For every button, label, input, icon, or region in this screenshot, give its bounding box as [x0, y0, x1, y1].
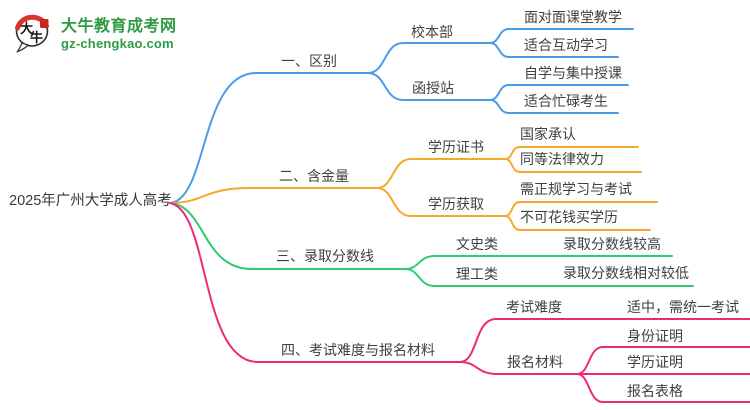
leaf-lower-score: 录取分数线相对较低	[563, 265, 689, 281]
branch-2-value: 二、含金量	[279, 168, 349, 184]
branch-3-links	[169, 202, 694, 287]
leaf-identity-proof: 身份证明	[627, 328, 683, 344]
leaf-busy-candidates: 适合忙碌考生	[524, 93, 608, 109]
logo-char-da: 大	[20, 21, 33, 36]
node-registration-materials: 报名材料	[507, 354, 563, 370]
branch-3-admission-score: 三、录取分数线	[276, 248, 374, 264]
leaf-registration-form: 报名表格	[627, 383, 683, 399]
node-exam-difficulty: 考试难度	[506, 299, 562, 315]
node-correspondence-station: 函授站	[412, 80, 454, 96]
branch-2-links	[169, 146, 658, 231]
site-name: 大牛教育成考网	[61, 18, 177, 35]
seal-stamp	[40, 19, 49, 28]
branch-1-links	[169, 28, 634, 204]
leaf-moderate-unified-exam: 适中，需统一考试	[627, 299, 739, 315]
leaf-higher-score: 录取分数线较高	[563, 236, 661, 252]
root-node: 2025年广州大学成人高考	[9, 193, 172, 209]
branch-4-difficulty-materials: 四、考试难度与报名材料	[281, 342, 435, 358]
leaf-interactive-learning: 适合互动学习	[524, 37, 608, 53]
node-liberal-arts: 文史类	[456, 236, 498, 252]
leaf-education-proof: 学历证明	[627, 354, 683, 370]
logo-char-niu: 牛	[30, 30, 43, 45]
site-domain: gz-chengkao.com	[61, 35, 174, 51]
leaf-state-recognized: 国家承认	[520, 126, 576, 142]
node-main-campus: 校本部	[411, 24, 453, 40]
node-diploma-certificate: 学历证书	[428, 139, 484, 155]
node-science-engineering: 理工类	[456, 266, 498, 282]
node-degree-acquisition: 学历获取	[428, 196, 484, 212]
site-logo[interactable]: 大 牛 大牛教育成考网 gz-chengkao.com	[13, 9, 177, 55]
leaf-face-to-face-teaching: 面对面课堂教学	[524, 9, 622, 25]
leaf-formal-study-exam: 需正规学习与考试	[520, 181, 632, 197]
branch-1-difference: 一、区别	[281, 53, 337, 69]
leaf-equal-legal-effect: 同等法律效力	[520, 151, 604, 167]
daniu-bubble-icon: 大 牛	[15, 14, 49, 53]
leaf-no-buying-degree: 不可花钱买学历	[520, 209, 618, 225]
branch-4-links	[169, 202, 750, 403]
leaf-self-study-centralized: 自学与集中授课	[524, 65, 622, 81]
